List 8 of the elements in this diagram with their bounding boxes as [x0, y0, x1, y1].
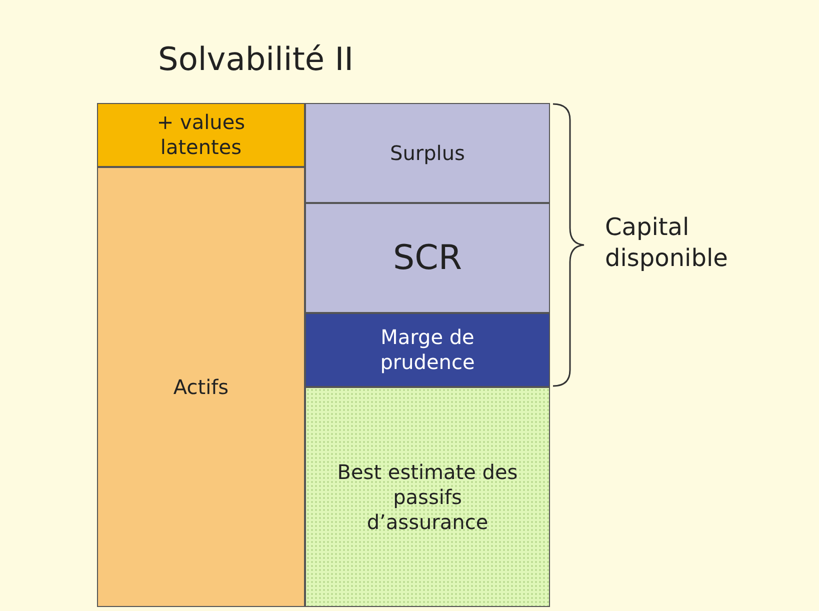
- diagram-title: Solvabilité II: [158, 40, 354, 78]
- assets-cell: Actifs: [97, 167, 305, 607]
- brace-label: Capital disponible: [605, 212, 729, 274]
- margin-cell: Marge de prudence: [305, 313, 550, 387]
- best-estimate-cell: Best estimate des passifs d’assurance: [305, 387, 550, 607]
- surplus-cell: Surplus: [305, 103, 550, 203]
- scr-cell: SCR: [305, 203, 550, 313]
- values-cell: + values latentes: [97, 103, 305, 167]
